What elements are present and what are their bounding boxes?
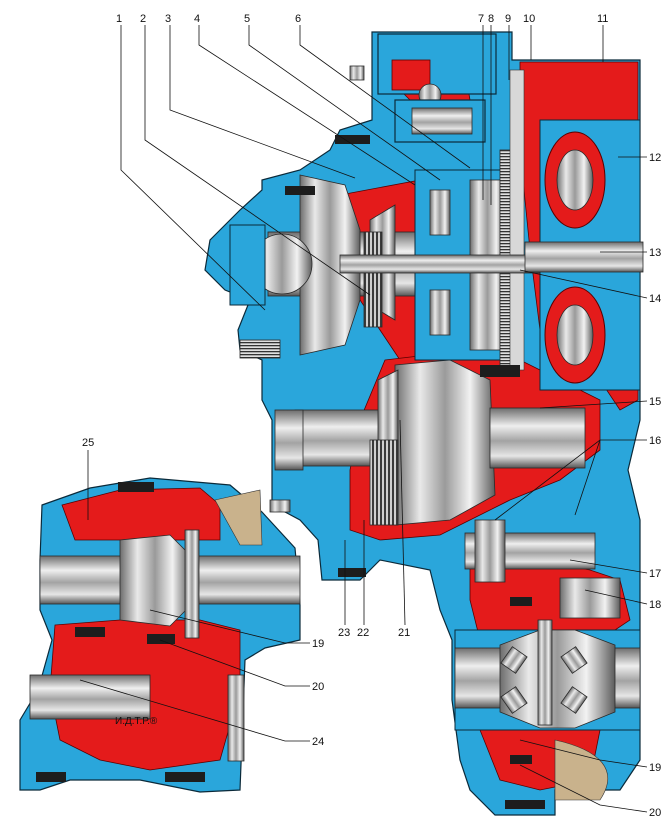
main-differential [454, 619, 641, 801]
watermark-text: И.Д.Т.Р.® [115, 716, 158, 727]
callout-1: 1 [116, 13, 122, 25]
callout-3: 3 [165, 13, 171, 25]
callout-20-main: 20 [649, 807, 661, 819]
callout-8: 8 [488, 13, 494, 25]
callout-15: 15 [649, 396, 661, 408]
callout-6: 6 [295, 13, 301, 25]
intermediate-shaft [464, 519, 621, 619]
callout-2: 2 [140, 13, 146, 25]
callout-16: 16 [649, 435, 661, 447]
bolts [269, 135, 545, 809]
main-transmission [204, 31, 644, 816]
callout-10: 10 [523, 13, 535, 25]
callout-19-inset: 19 [312, 638, 324, 650]
callout-23: 23 [338, 627, 350, 639]
inset-differential: И.Д.Т.Р.® [19, 477, 301, 793]
callout-17: 17 [649, 568, 661, 580]
callout-12: 12 [649, 152, 661, 164]
callout-4: 4 [194, 13, 200, 25]
callout-11: 11 [597, 13, 608, 25]
callout-20-inset: 20 [312, 681, 324, 693]
callout-7: 7 [478, 13, 484, 25]
callout-13: 13 [649, 247, 661, 259]
callout-19-main: 19 [649, 762, 661, 774]
callout-21: 21 [398, 627, 410, 639]
callout-22: 22 [357, 627, 369, 639]
callout-24: 24 [312, 736, 324, 748]
callout-5: 5 [244, 13, 250, 25]
torque-converter [524, 119, 644, 391]
callout-9: 9 [505, 13, 511, 25]
callout-14: 14 [649, 293, 661, 305]
callout-25: 25 [82, 437, 94, 449]
callout-labels: 1 2 3 4 5 6 7 8 9 10 11 12 13 14 15 16 1… [82, 13, 661, 819]
callout-18: 18 [649, 599, 661, 611]
secondary-pulley [274, 359, 586, 526]
leader-lines [79, 25, 648, 813]
